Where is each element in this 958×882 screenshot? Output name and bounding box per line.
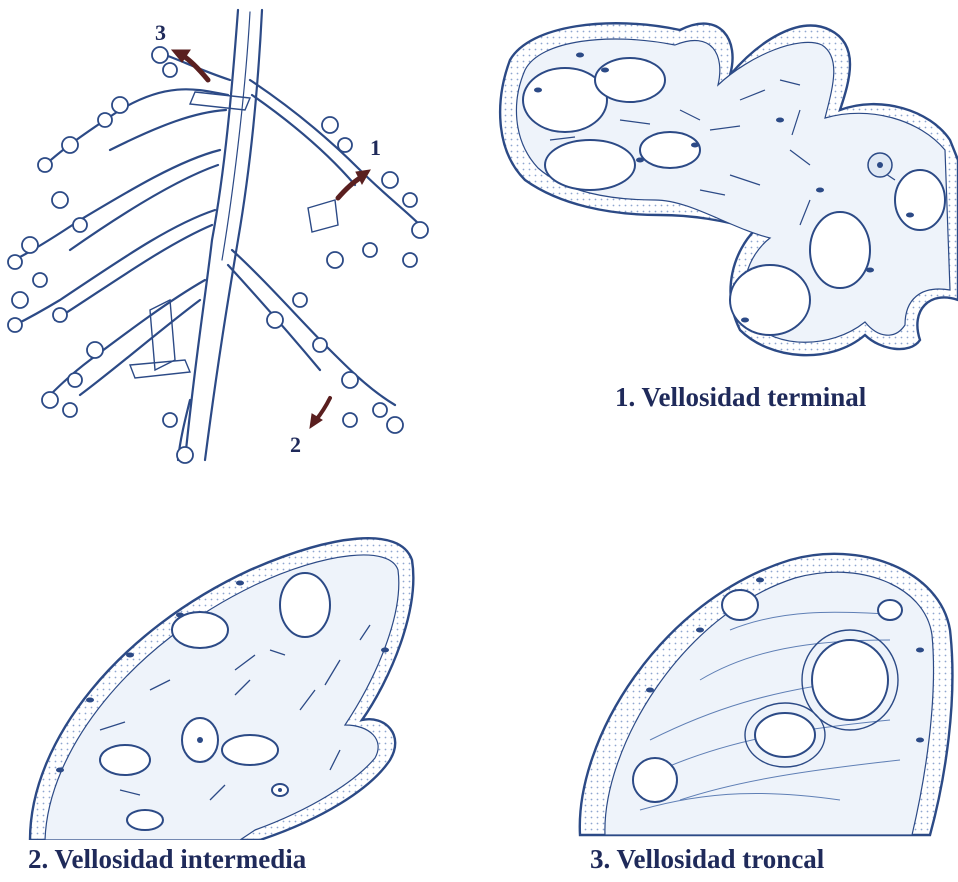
villous-tree-panel: 3 1 2 xyxy=(0,0,460,480)
caption-stem-villus: 3. Vellosidad troncal xyxy=(590,844,824,875)
stem-villus-drawing xyxy=(560,540,958,840)
marker-1: 1 xyxy=(370,135,381,160)
marker-2: 2 xyxy=(290,432,301,457)
intermediate-villus-panel xyxy=(0,520,440,840)
stem-villus-panel xyxy=(560,540,958,840)
cut-plane-2 xyxy=(130,360,190,378)
caption-terminal-villus: 1. Vellosidad terminal xyxy=(615,382,866,413)
intermediate-villus-drawing xyxy=(0,520,440,840)
cut-plane-1 xyxy=(308,200,338,232)
cut-plane-3 xyxy=(190,92,250,110)
caption-intermediate-villus: 2. Vellosidad intermedia xyxy=(28,844,306,875)
villous-tree-drawing: 3 1 2 xyxy=(0,0,460,480)
terminal-villus-panel xyxy=(480,0,958,380)
marker-3: 3 xyxy=(155,20,166,45)
terminal-villus-drawing xyxy=(480,0,958,380)
